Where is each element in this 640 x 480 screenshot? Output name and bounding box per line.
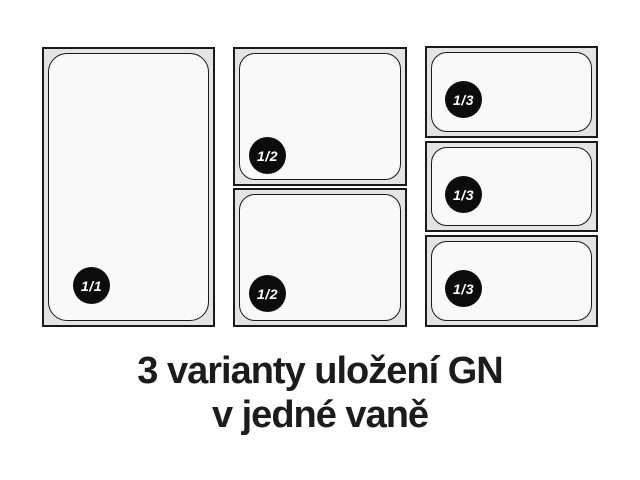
ratio-badge-1-3-middle: 1/3: [445, 176, 482, 213]
gn-pan-1-2-top: 1/2: [233, 47, 407, 186]
gn-pan-1-1: 1/1: [42, 47, 215, 327]
gn-pan-1-3-middle: 1/3: [425, 141, 598, 232]
ratio-badge-1-1: 1/1: [73, 267, 110, 304]
ratio-badge-1-2-top: 1/2: [249, 137, 286, 174]
gn-pan-1-3-bottom: 1/3: [425, 235, 598, 327]
gn-pan-1-2-bottom: 1/2: [233, 188, 407, 327]
caption-line-2: v jedné vaně: [211, 394, 429, 436]
caption: 3 varianty uložení GN v jedné vaně: [0, 349, 640, 437]
ratio-badge-1-3-bottom: 1/3: [445, 270, 482, 307]
gn-pan-1-3-top: 1/3: [425, 46, 598, 138]
caption-line-1: 3 varianty uložení GN: [137, 350, 503, 392]
ratio-badge-1-2-bottom: 1/2: [249, 275, 286, 312]
gn-pan-1-1-well: [48, 53, 209, 321]
ratio-badge-1-3-top: 1/3: [445, 81, 482, 118]
